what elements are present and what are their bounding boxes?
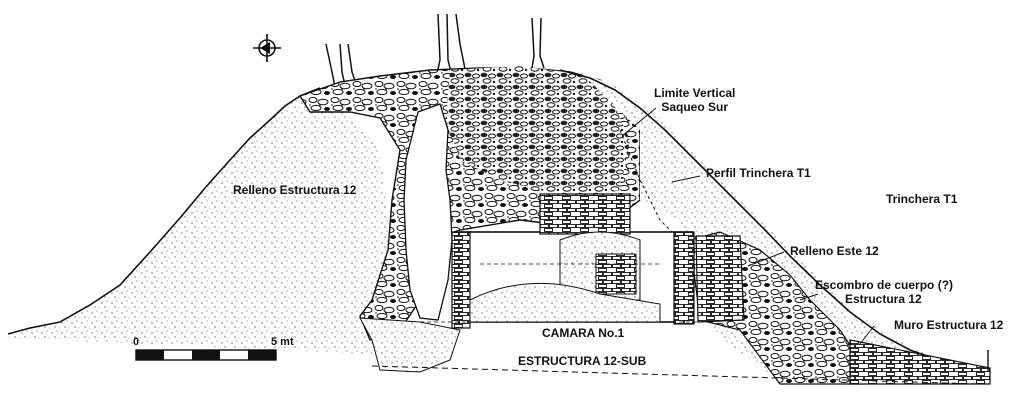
looting-pit — [403, 103, 453, 321]
leader-lines — [621, 107, 875, 345]
right-slope-outline — [559, 69, 991, 373]
ground-line — [371, 365, 981, 385]
wall-blocks-right — [695, 235, 745, 323]
label-relleno-estructura: Relleno Estructura 12 — [233, 183, 357, 197]
label-estructura-12: Estructura 12 — [845, 292, 922, 306]
lower-rubble — [359, 317, 461, 373]
scale-end-label: 5 mt — [271, 336, 294, 348]
trees — [325, 13, 545, 93]
label-camara: CAMARA No.1 — [542, 326, 625, 340]
left-slope-outline — [7, 87, 321, 335]
label-limite-vertical: Limite Vertical Saqueo Sur — [654, 86, 736, 114]
label-estructura-sub: ESTRUCTURA 12-SUB — [518, 354, 647, 368]
dense-stones — [446, 66, 630, 200]
scale-start-label: 0 — [133, 336, 140, 348]
trench-fill — [580, 72, 990, 384]
label-escombro: Escombro de cuerpo (?) — [815, 278, 954, 292]
muro-estructura — [849, 339, 991, 385]
scale-bar — [135, 349, 277, 361]
camara-structure — [420, 193, 700, 329]
label-muro-estructura: Muro Estructura 12 — [894, 318, 1004, 332]
label-perfil-trinchera: Perfil Trinchera T1 — [706, 166, 811, 180]
label-relleno-este: Relleno Este 12 — [790, 244, 879, 258]
trench-profile-line — [619, 129, 721, 271]
label-trinchera: Trinchera T1 — [886, 192, 958, 206]
north-arrow-icon — [253, 34, 281, 62]
left-slope-fill — [8, 90, 392, 354]
